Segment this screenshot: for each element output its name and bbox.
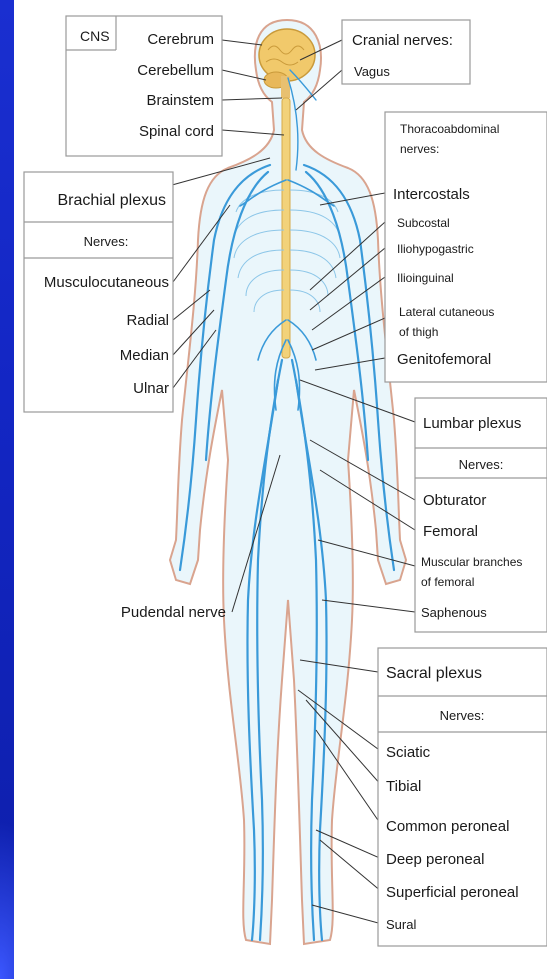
label-iliohypogastric: Iliohypogastric: [397, 242, 474, 256]
label-tibial: Tibial: [386, 778, 421, 795]
label-superficial-peroneal: Superficial peroneal: [386, 884, 519, 901]
label-deep-peroneal: Deep peroneal: [386, 851, 484, 868]
label-sacral-nerves: Nerves:: [440, 708, 485, 723]
label-subcostal: Subcostal: [397, 216, 450, 230]
label-muscular-branches-line2: of femoral: [421, 575, 474, 589]
label-radial: Radial: [126, 312, 169, 329]
label-saphenous: Saphenous: [421, 605, 487, 620]
label-cerebrum: Cerebrum: [147, 31, 214, 48]
label-pudendal-nerve: Pudendal nerve: [121, 604, 226, 621]
label-lateral-cutaneous-line2: of thigh: [399, 325, 438, 339]
label-brachial-nerves: Nerves:: [84, 234, 129, 249]
brain: [259, 29, 315, 81]
label-median: Median: [120, 347, 169, 364]
label-obturator: Obturator: [423, 492, 486, 509]
label-lateral-cutaneous-line1: Lateral cutaneous: [399, 305, 494, 319]
label-common-peroneal: Common peroneal: [386, 818, 509, 835]
label-intercostals: Intercostals: [393, 186, 470, 203]
label-cerebellum: Cerebellum: [137, 62, 214, 79]
label-cns: CNS: [80, 28, 110, 44]
spinal-cord: [282, 98, 290, 358]
label-brainstem: Brainstem: [146, 92, 214, 109]
label-sural: Sural: [386, 917, 416, 932]
label-vagus: Vagus: [354, 64, 390, 79]
label-cranial-nerves: Cranial nerves:: [352, 32, 453, 49]
label-thoracoabdominal-line2: nerves:: [400, 142, 439, 156]
label-brachial-plexus: Brachial plexus: [58, 192, 167, 209]
label-femoral: Femoral: [423, 523, 478, 540]
label-sacral-plexus: Sacral plexus: [386, 665, 482, 682]
label-lumbar-nerves: Nerves:: [459, 457, 504, 472]
label-ilioinguinal: Ilioinguinal: [397, 271, 454, 285]
label-muscular-branches-line1: Muscular branches: [421, 555, 522, 569]
label-thoracoabdominal-line1: Thoracoabdominal: [400, 122, 499, 136]
label-musculocutaneous: Musculocutaneous: [44, 274, 169, 291]
label-genitofemoral: Genitofemoral: [397, 351, 491, 368]
human-body-figure: [170, 20, 406, 944]
label-spinal-cord: Spinal cord: [139, 123, 214, 140]
label-sciatic: Sciatic: [386, 744, 431, 761]
label-ulnar: Ulnar: [133, 380, 169, 397]
label-lumbar-plexus: Lumbar plexus: [423, 415, 521, 432]
